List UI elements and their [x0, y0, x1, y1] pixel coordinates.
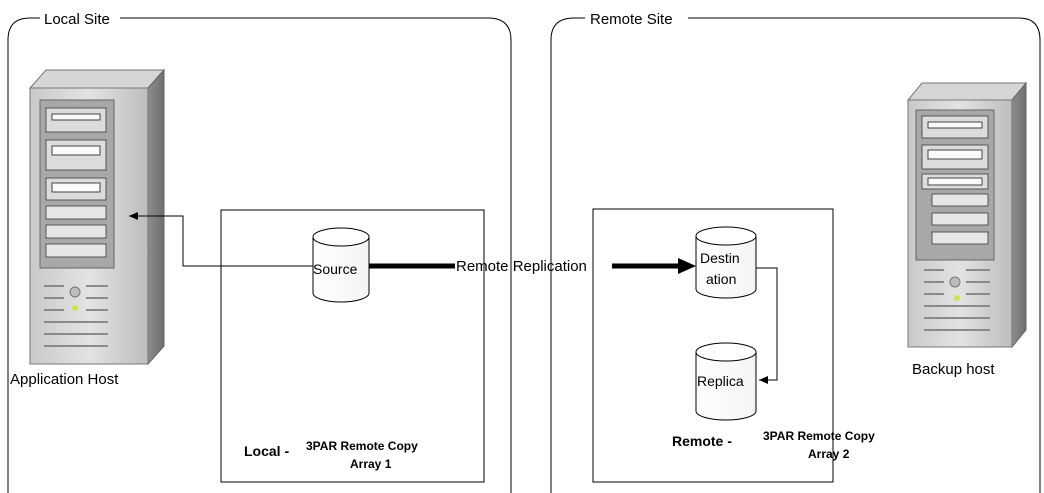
- replica-volume: [695, 342, 757, 421]
- local-site-label: Local Site: [44, 11, 110, 28]
- remote-replication-label: Remote Replication: [456, 258, 587, 275]
- remote-replication-link: Remote Replication: [369, 258, 696, 275]
- application-host-server-icon: [28, 68, 166, 366]
- replica-label: Replica: [697, 373, 744, 389]
- replica-link-arrow: [756, 267, 778, 384]
- remote-array-box: [592, 208, 834, 483]
- backup-host-server-icon: [906, 81, 1028, 349]
- backup-host-label: Backup host: [912, 361, 995, 378]
- destination-label-line2: ation: [706, 271, 736, 287]
- remote-site-group: Remote Site Destin ation Replica Remote …: [550, 11, 1041, 493]
- remote-site-label: Remote Site: [590, 11, 673, 28]
- local-site-frame: [7, 17, 512, 493]
- source-volume-label: Source: [313, 261, 358, 277]
- remote-array-name: 3PAR Remote Copy: [763, 429, 875, 443]
- host-link-arrow: [129, 212, 313, 267]
- local-array-box: [220, 209, 485, 483]
- remote-site-frame: [550, 17, 1041, 493]
- remote-array-number: Array 2: [808, 447, 850, 461]
- local-site-group: Local Site Appli: [7, 11, 512, 493]
- local-array-name: 3PAR Remote Copy: [306, 439, 418, 453]
- source-volume: [312, 227, 370, 303]
- remote-array-prefix: Remote -: [672, 433, 732, 449]
- local-array-number: Array 1: [350, 457, 392, 471]
- destination-volume: [695, 226, 757, 299]
- local-array-prefix: Local -: [244, 443, 289, 459]
- application-host-label: Application Host: [10, 371, 119, 388]
- destination-label-line1: Destin: [700, 250, 740, 266]
- replication-arrowhead: [678, 258, 696, 274]
